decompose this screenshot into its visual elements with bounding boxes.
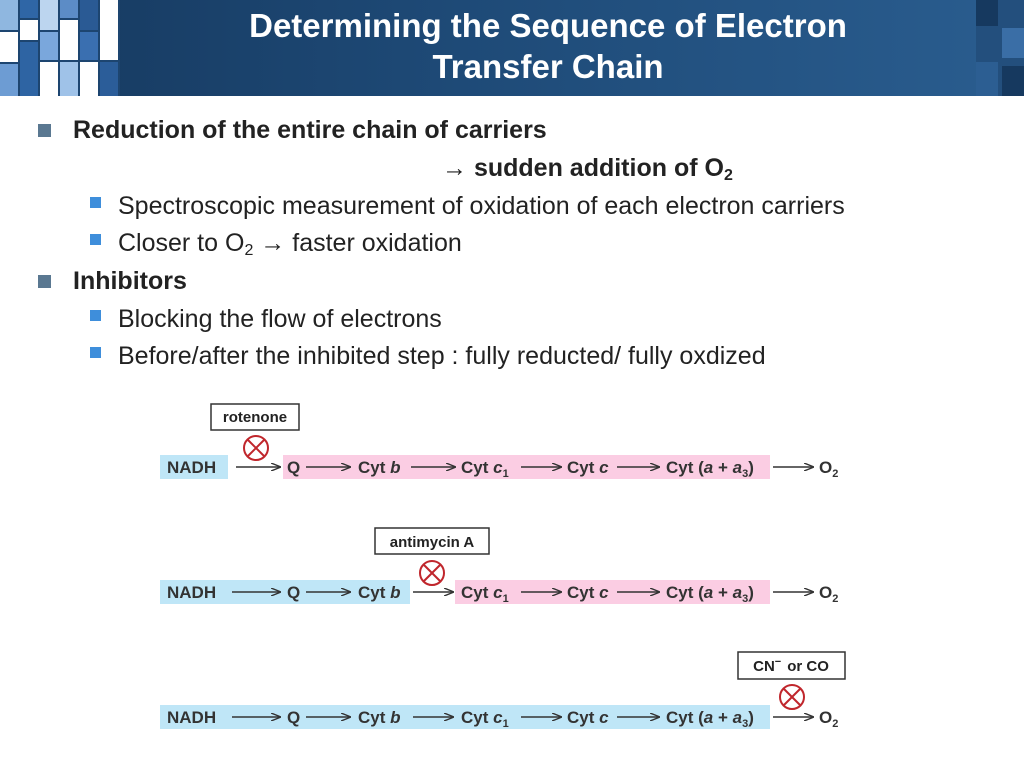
carrier-cyt-c: Cyt c — [567, 708, 609, 727]
electron-transport-inhibition-diagram: rotenone NADH Q Cyt b Cyt c1 Cyt c Cyt (… — [160, 403, 846, 730]
carrier-nadh: NADH — [167, 458, 216, 477]
carrier-cyt-b: Cyt b — [358, 458, 401, 477]
slide-title: Determining the Sequence of Electron Tra… — [120, 5, 976, 87]
chain-row-antimycin: antimycin A NADH Q Cyt b Cyt c1 Cyt c Cy… — [160, 527, 838, 605]
rotenone-label: rotenone — [223, 409, 287, 426]
block-icon — [779, 684, 805, 710]
carrier-o2: O2 — [819, 458, 838, 480]
reduced-region — [160, 580, 410, 604]
carrier-cyt-a-a3: Cyt (a + a3) — [666, 458, 754, 480]
carrier-q: Q — [287, 458, 300, 477]
sub-bullet-square-icon — [90, 197, 101, 208]
right-arrow-icon: → — [260, 229, 286, 257]
bullet-reduction: Reduction of the entire chain of carrier… — [73, 116, 547, 144]
block-icon — [419, 560, 445, 586]
carrier-cyt-c1: Cyt c1 — [461, 583, 509, 605]
carrier-q: Q — [287, 708, 300, 727]
continuation-text: sudden addition of O — [473, 154, 724, 182]
cn-co-box — [737, 651, 846, 680]
bullet-square-icon — [38, 124, 51, 137]
sub-bullet-square-icon — [90, 310, 101, 321]
carrier-cyt-c: Cyt c — [567, 458, 609, 477]
carrier-cyt-c1: Cyt c1 — [461, 708, 509, 730]
carrier-q: Q — [287, 583, 300, 602]
sub-bullet-blocking: Blocking the flow of electrons — [118, 305, 442, 333]
title-bar: Determining the Sequence of Electron Tra… — [0, 0, 1024, 96]
sub-bullet-square-icon — [90, 234, 101, 245]
o2-subscript: 2 — [244, 242, 254, 259]
antimycin-box — [374, 527, 490, 555]
sub-bullet-square-icon — [90, 347, 101, 358]
chain-row-rotenone: rotenone NADH Q Cyt b Cyt c1 Cyt c Cyt (… — [160, 403, 838, 480]
bullet-inhibitors: Inhibitors — [73, 267, 187, 295]
sub-bullet-closer-to-o2: Closer to O2 → faster oxidation — [118, 229, 462, 259]
carrier-cyt-b: Cyt b — [358, 583, 401, 602]
carrier-o2: O2 — [819, 708, 838, 730]
faster-oxidation-text: faster oxidation — [292, 229, 462, 257]
carrier-cyt-a-a3: Cyt (a + a3) — [666, 708, 754, 730]
slide-title-line-1: Determining the Sequence of Electron — [249, 7, 847, 44]
carrier-cyt-b: Cyt b — [358, 708, 401, 727]
rotenone-box — [210, 403, 300, 431]
reduced-region — [160, 455, 228, 479]
bullet-square-icon — [38, 275, 51, 288]
carrier-cyt-c: Cyt c — [567, 583, 609, 602]
carrier-nadh: NADH — [167, 708, 216, 727]
closer-to-text: Closer to O — [118, 229, 245, 257]
carrier-nadh: NADH — [167, 583, 216, 602]
sub-bullet-before-after: Before/after the inhibited step : fully … — [118, 342, 766, 370]
antimycin-label: antimycin A — [390, 534, 475, 551]
bullet-reduction-continuation: → sudden addition of O2 — [442, 154, 733, 184]
carrier-cyt-c1: Cyt c1 — [461, 458, 509, 480]
right-arrow-icon: → — [442, 154, 467, 182]
title-decoration-right — [976, 0, 1024, 96]
slide-title-line-2: Transfer Chain — [432, 48, 664, 85]
o2-subscript: 2 — [723, 167, 733, 184]
carrier-o2: O2 — [819, 583, 838, 605]
title-decoration-left — [0, 0, 120, 96]
chain-row-cyanide: CN−or CO NADH Q Cyt b Cyt c1 Cyt c Cyt (… — [160, 651, 846, 730]
sub-bullet-spectroscopic: Spectroscopic measurement of oxidation o… — [118, 192, 845, 220]
cn-co-label: CN−or CO — [753, 656, 829, 675]
carrier-cyt-a-a3: Cyt (a + a3) — [666, 583, 754, 605]
block-icon — [243, 435, 269, 461]
oxidized-region — [455, 580, 770, 604]
